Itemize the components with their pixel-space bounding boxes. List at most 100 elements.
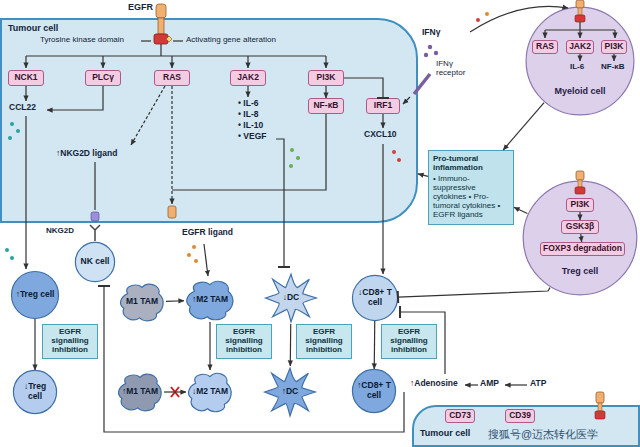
signal-box: JAK2 [230, 70, 266, 86]
inhibition-line [276, 139, 284, 267]
chemokine-dot [16, 129, 20, 133]
inhibition-box: EGFR signalling inhibition [216, 324, 272, 359]
label-holder: EGFR ligand [182, 228, 233, 238]
dendritic-cell-shape [266, 274, 317, 322]
tumour-cell: Tumour cellNCK1PLCγRASJAK2PI3KNF-κBIRF1 [0, 18, 418, 223]
enzyme-box: CD39 [505, 409, 535, 423]
node-title: ↑M1 TAM [122, 387, 158, 397]
signal-box: JAK2 [566, 40, 594, 54]
label: IFNγ [422, 28, 440, 38]
label: IL-6 [570, 63, 584, 72]
leader-line [173, 40, 183, 41]
egfr-transmembrane [598, 403, 602, 411]
label-holder: Activating gene alteration [186, 36, 276, 45]
node-title: EGFR signalling inhibition [384, 328, 434, 355]
treg-cell: ↓Treg cell [13, 370, 57, 414]
degradation-box: FOXP3 degradation [540, 242, 625, 256]
chemokine-arrow [382, 144, 383, 274]
inhibition-connector [398, 288, 550, 297]
egfr-transmembrane [578, 8, 582, 15]
cd8-cell: ↑CD8+ T cell [352, 369, 396, 413]
conversion-arrow [505, 384, 527, 385]
node-title: NCK1 [14, 73, 37, 83]
arrow-connector [374, 321, 376, 369]
label: NF-κB [601, 63, 625, 72]
signal-box: PI3K [566, 198, 594, 212]
signal-arrow [171, 86, 172, 204]
cytokine-dot [296, 156, 300, 160]
label-holder: 搜狐号@迈杰转化医学 [488, 428, 598, 440]
arrow-connector [166, 300, 184, 302]
inhibition-bar [377, 97, 389, 99]
label-holder: • IL-6 [238, 99, 258, 109]
inhibition-line [400, 312, 445, 374]
chemokine-arrow [25, 116, 26, 269]
node-title: Treg cell [522, 266, 638, 276]
node-title: RAS [163, 73, 181, 83]
node-title: CD73 [449, 411, 471, 421]
signal-box: PLCγ [85, 70, 121, 86]
nk-cell: NK cell [75, 242, 115, 282]
label-holder: AMP [480, 379, 499, 389]
node-title: EGFR signalling inhibition [219, 328, 269, 355]
signal-line [545, 22, 615, 30]
arrow-connector [580, 234, 582, 242]
ligand-arrow [204, 244, 208, 276]
node-title: EGFR signalling inhibition [299, 328, 349, 355]
tam-cell: M1 TAM [118, 281, 166, 323]
signal-box: NCK1 [8, 70, 44, 86]
egfr-receptor [576, 171, 584, 180]
ifng-dot [428, 45, 432, 49]
node-title: Tumour cell [8, 23, 410, 33]
node-title: JAK2 [237, 73, 259, 83]
treg-cell-shape [523, 181, 637, 295]
tam-cell: ↑M2 TAM [184, 278, 236, 322]
arrow-connector [579, 212, 580, 220]
label: EGFR ligand [182, 228, 233, 238]
ligand-arrow [470, 6, 568, 32]
mutation-mark [166, 36, 172, 42]
signal-box: RAS [532, 40, 558, 54]
cytokine-dot [289, 164, 293, 168]
label: • IL-6 [238, 99, 258, 109]
nkg2d-receptor [90, 225, 100, 241]
kinase-domain [595, 411, 605, 419]
label: EGFR [128, 2, 153, 12]
egfr-ligand-shape [168, 206, 176, 218]
label-holder: ↑Adenosine [410, 379, 458, 389]
signal-box: NF-κB [308, 98, 344, 114]
tumour-cell: Tumour cellCD73CD39 [412, 405, 640, 447]
inhibition-bar [278, 266, 290, 268]
egfr-transmembrane [158, 18, 164, 34]
chemokine-dot [10, 256, 14, 260]
tam-cell-shape [119, 374, 162, 410]
dendritic-cell: ↑DC [263, 366, 317, 418]
ifng-dot [424, 53, 428, 57]
node-title: ↓DC [283, 293, 300, 303]
cd8-cell-shape [352, 275, 397, 320]
tam-cell-shape [121, 284, 164, 320]
label: CXCL10 [364, 130, 397, 140]
label: Activating gene alteration [186, 36, 276, 45]
dendritic-cell-shape [265, 368, 316, 416]
nk-cell-shape [75, 242, 114, 281]
signal-box: PI3K [308, 70, 344, 86]
label: CCL22 [9, 103, 36, 113]
arrow-connector [325, 86, 326, 98]
tam-cell-shape [187, 281, 233, 319]
signal-arrow [325, 56, 326, 68]
node-title: ↓M2 TAM [192, 387, 228, 397]
signal-arrow [579, 54, 580, 61]
node-title: ↓Treg cell [16, 382, 54, 401]
node-title: EGFR signalling inhibition [45, 328, 95, 355]
label-holder: IL-6 [570, 63, 584, 72]
label-holder: NF-κB [601, 63, 625, 72]
node-title: ↑Treg cell [16, 290, 55, 300]
label: ATP [530, 379, 546, 389]
ligand-dot [192, 245, 196, 249]
chemokine-dot [10, 122, 14, 126]
label-holder: Tyrosine kinase domain [40, 36, 124, 45]
label: IFNγ receptor [436, 60, 484, 78]
signal-arrow [544, 30, 545, 38]
